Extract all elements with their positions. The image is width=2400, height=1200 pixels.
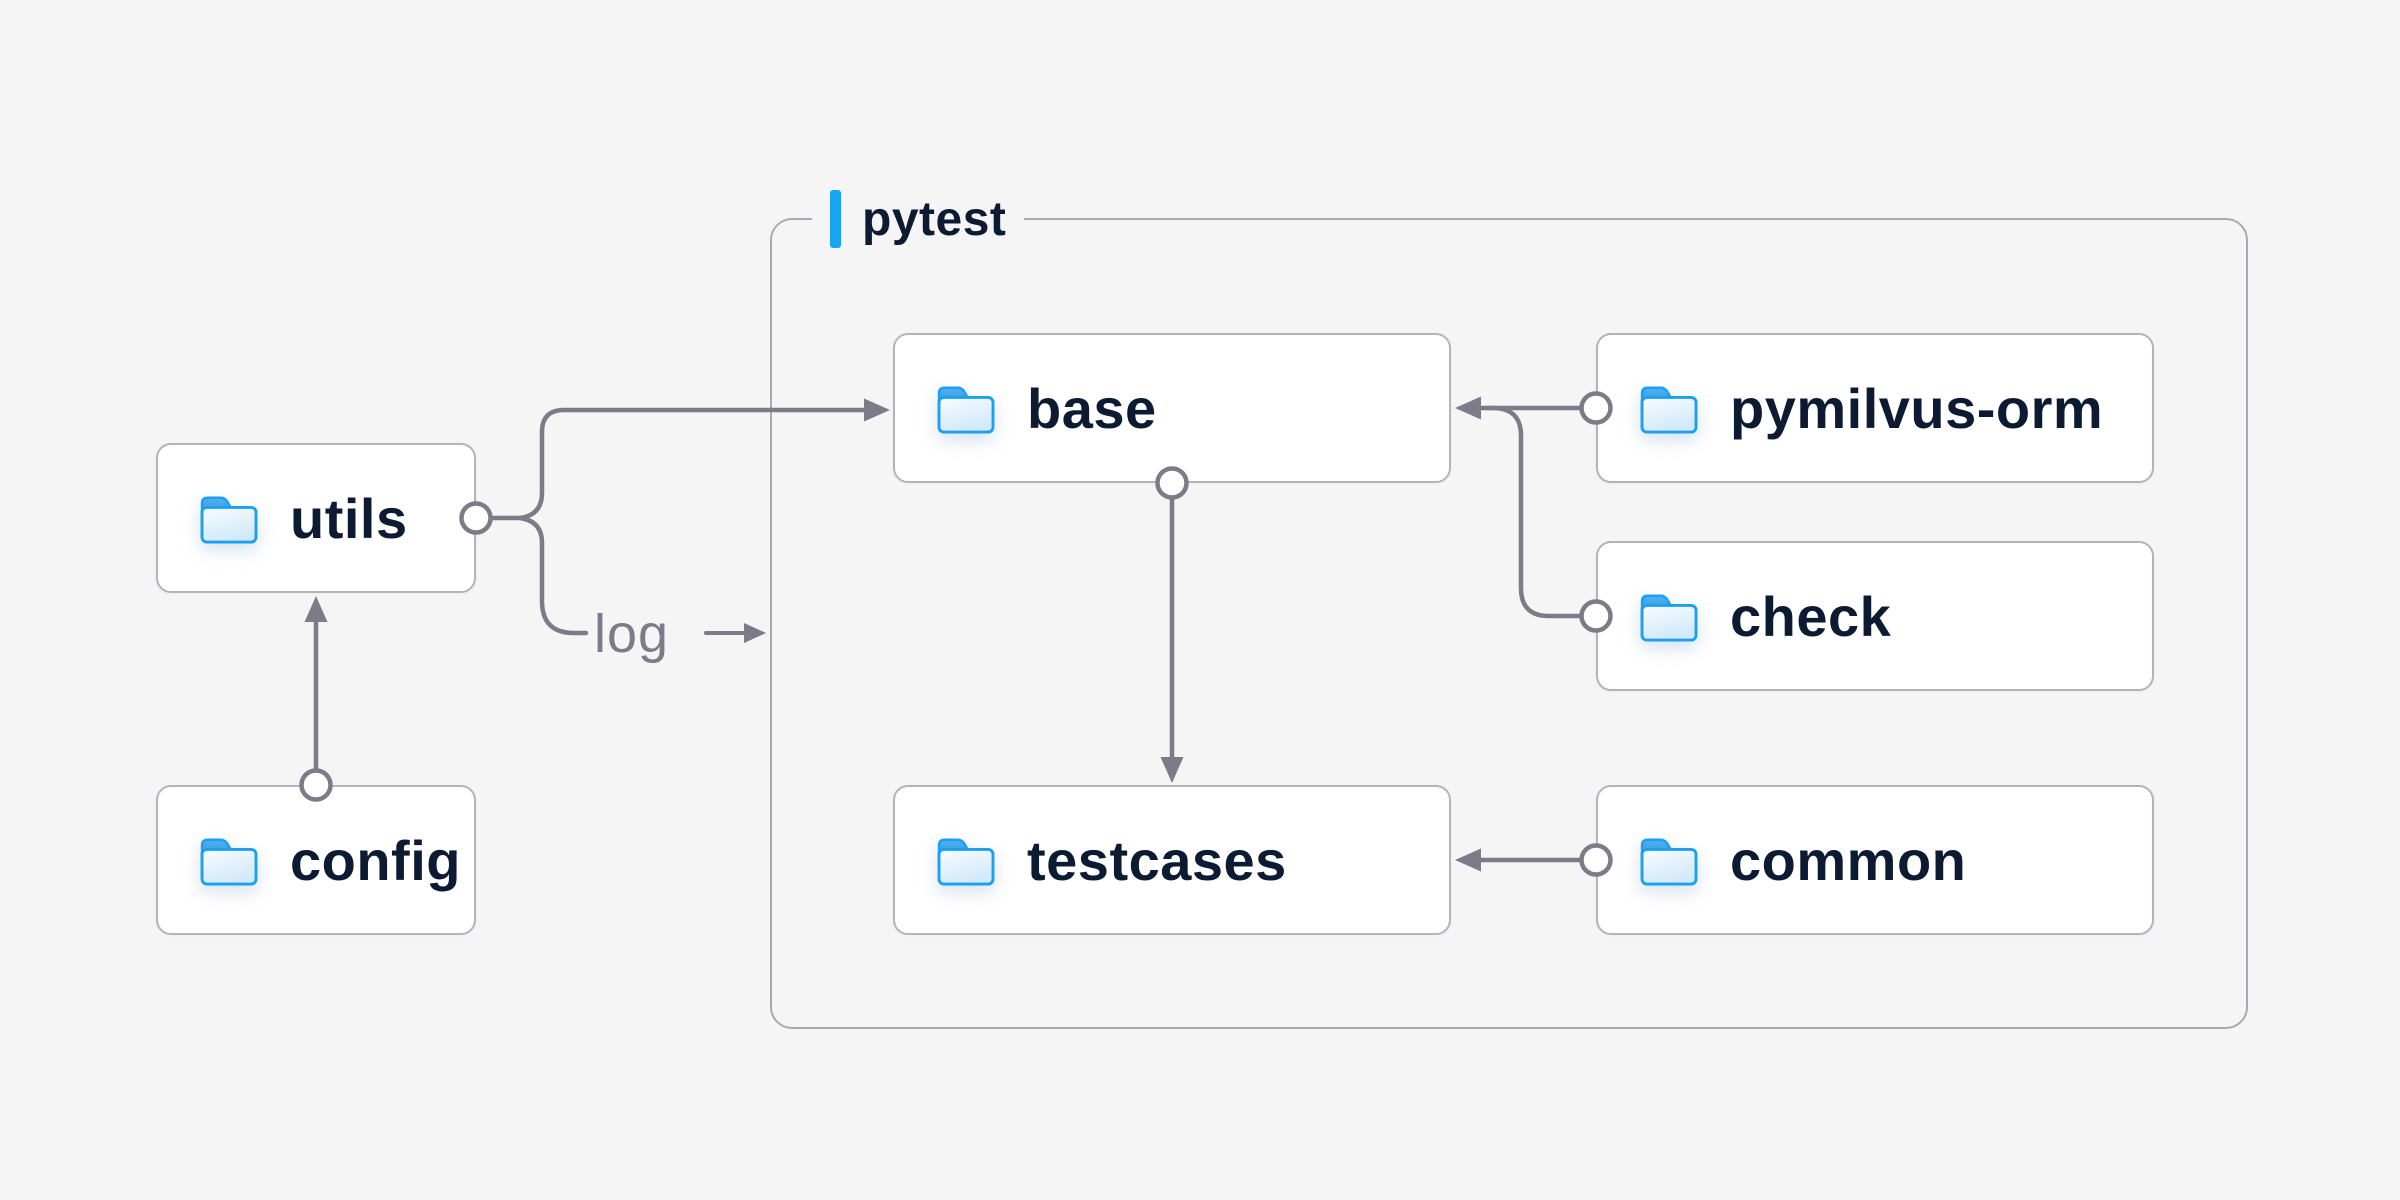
node-label-config: config <box>290 828 461 892</box>
node-label-pymilvus-orm: pymilvus-orm <box>1730 376 2104 440</box>
pytest-container-label: pytest <box>812 186 1025 252</box>
folder-icon <box>937 838 995 886</box>
arrowhead-into-container <box>744 623 766 643</box>
folder-icon <box>1640 838 1698 886</box>
edge-label-log: log <box>594 604 670 664</box>
folder-icon <box>937 386 995 434</box>
node-config: config <box>156 785 476 935</box>
node-label-base: base <box>1027 376 1157 440</box>
pytest-container: pytest <box>770 186 2248 1029</box>
edge-utils-to-log <box>517 515 589 636</box>
folder-icon <box>1640 594 1698 642</box>
node-label-testcases: testcases <box>1027 828 1287 892</box>
accent-bar <box>830 190 841 248</box>
folder-icon <box>1640 386 1698 434</box>
node-label-common: common <box>1730 828 1967 892</box>
node-testcases: testcases <box>893 785 1451 935</box>
node-common: common <box>1596 785 2154 935</box>
folder-icon <box>200 838 258 886</box>
folder-icon <box>200 496 258 544</box>
arrowhead-into-utils <box>304 596 328 622</box>
pytest-container-label-text: pytest <box>862 192 1007 246</box>
node-pymilvus-orm: pymilvus-orm <box>1596 333 2154 483</box>
node-label-utils: utils <box>290 486 408 550</box>
node-utils: utils <box>156 443 476 593</box>
node-label-check: check <box>1730 584 1892 648</box>
node-check: check <box>1596 541 2154 691</box>
node-base: base <box>893 333 1451 483</box>
